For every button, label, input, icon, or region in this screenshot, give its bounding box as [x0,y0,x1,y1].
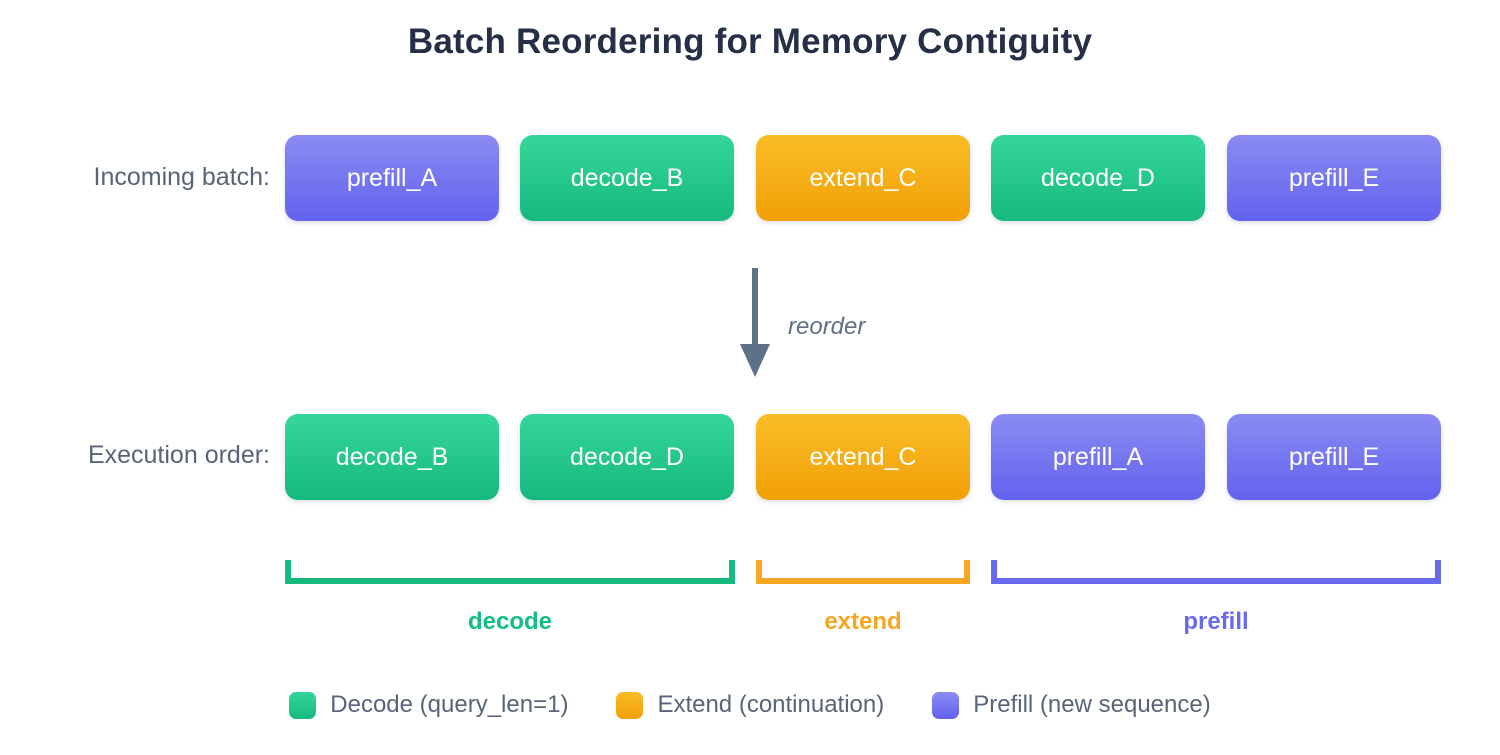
legend-label: Prefill (new sequence) [973,691,1211,718]
bracket-decode [285,560,735,584]
reorder-arrow-icon [735,268,775,378]
legend-label: Extend (continuation) [657,691,885,718]
legend-swatch-orange-icon [616,691,644,719]
incoming-batch-label: Incoming batch: [93,163,271,191]
bracket-extend [756,560,970,584]
batch-block-extend-c[interactable]: extend_C [756,414,970,500]
batch-block-prefill-e[interactable]: prefill_E [1227,414,1441,500]
batch-block-prefill-a[interactable]: prefill_A [285,135,499,221]
legend-label: Decode (query_len=1) [330,691,569,718]
legend-item-orange: Extend (continuation) [616,691,884,719]
batch-block-prefill-e[interactable]: prefill_E [1227,135,1441,221]
arrow-shaft [752,268,758,348]
batch-block-decode-b[interactable]: decode_B [285,414,499,500]
legend-swatch-green-icon [289,691,317,719]
legend: Decode (query_len=1) Extend (continuation… [0,691,1500,719]
reorder-annotation: reorder [788,313,866,340]
batch-block-prefill-a[interactable]: prefill_A [991,414,1205,500]
bracket-label-decode: decode [467,608,553,635]
batch-block-decode-d[interactable]: decode_D [991,135,1205,221]
batch-block-decode-d[interactable]: decode_D [520,414,734,500]
bracket-label-prefill: prefill [1183,608,1249,635]
bracket-prefill [991,560,1441,584]
batch-block-decode-b[interactable]: decode_B [520,135,734,221]
page-title: Batch Reordering for Memory Contiguity [407,22,1093,61]
bracket-label-extend: extend [824,608,902,635]
batch-block-extend-c[interactable]: extend_C [756,135,970,221]
execution-order-label: Execution order: [87,441,270,469]
arrow-head [740,344,770,377]
legend-item-green: Decode (query_len=1) [289,691,568,719]
legend-item-purple: Prefill (new sequence) [932,691,1211,719]
legend-swatch-purple-icon [932,691,960,719]
